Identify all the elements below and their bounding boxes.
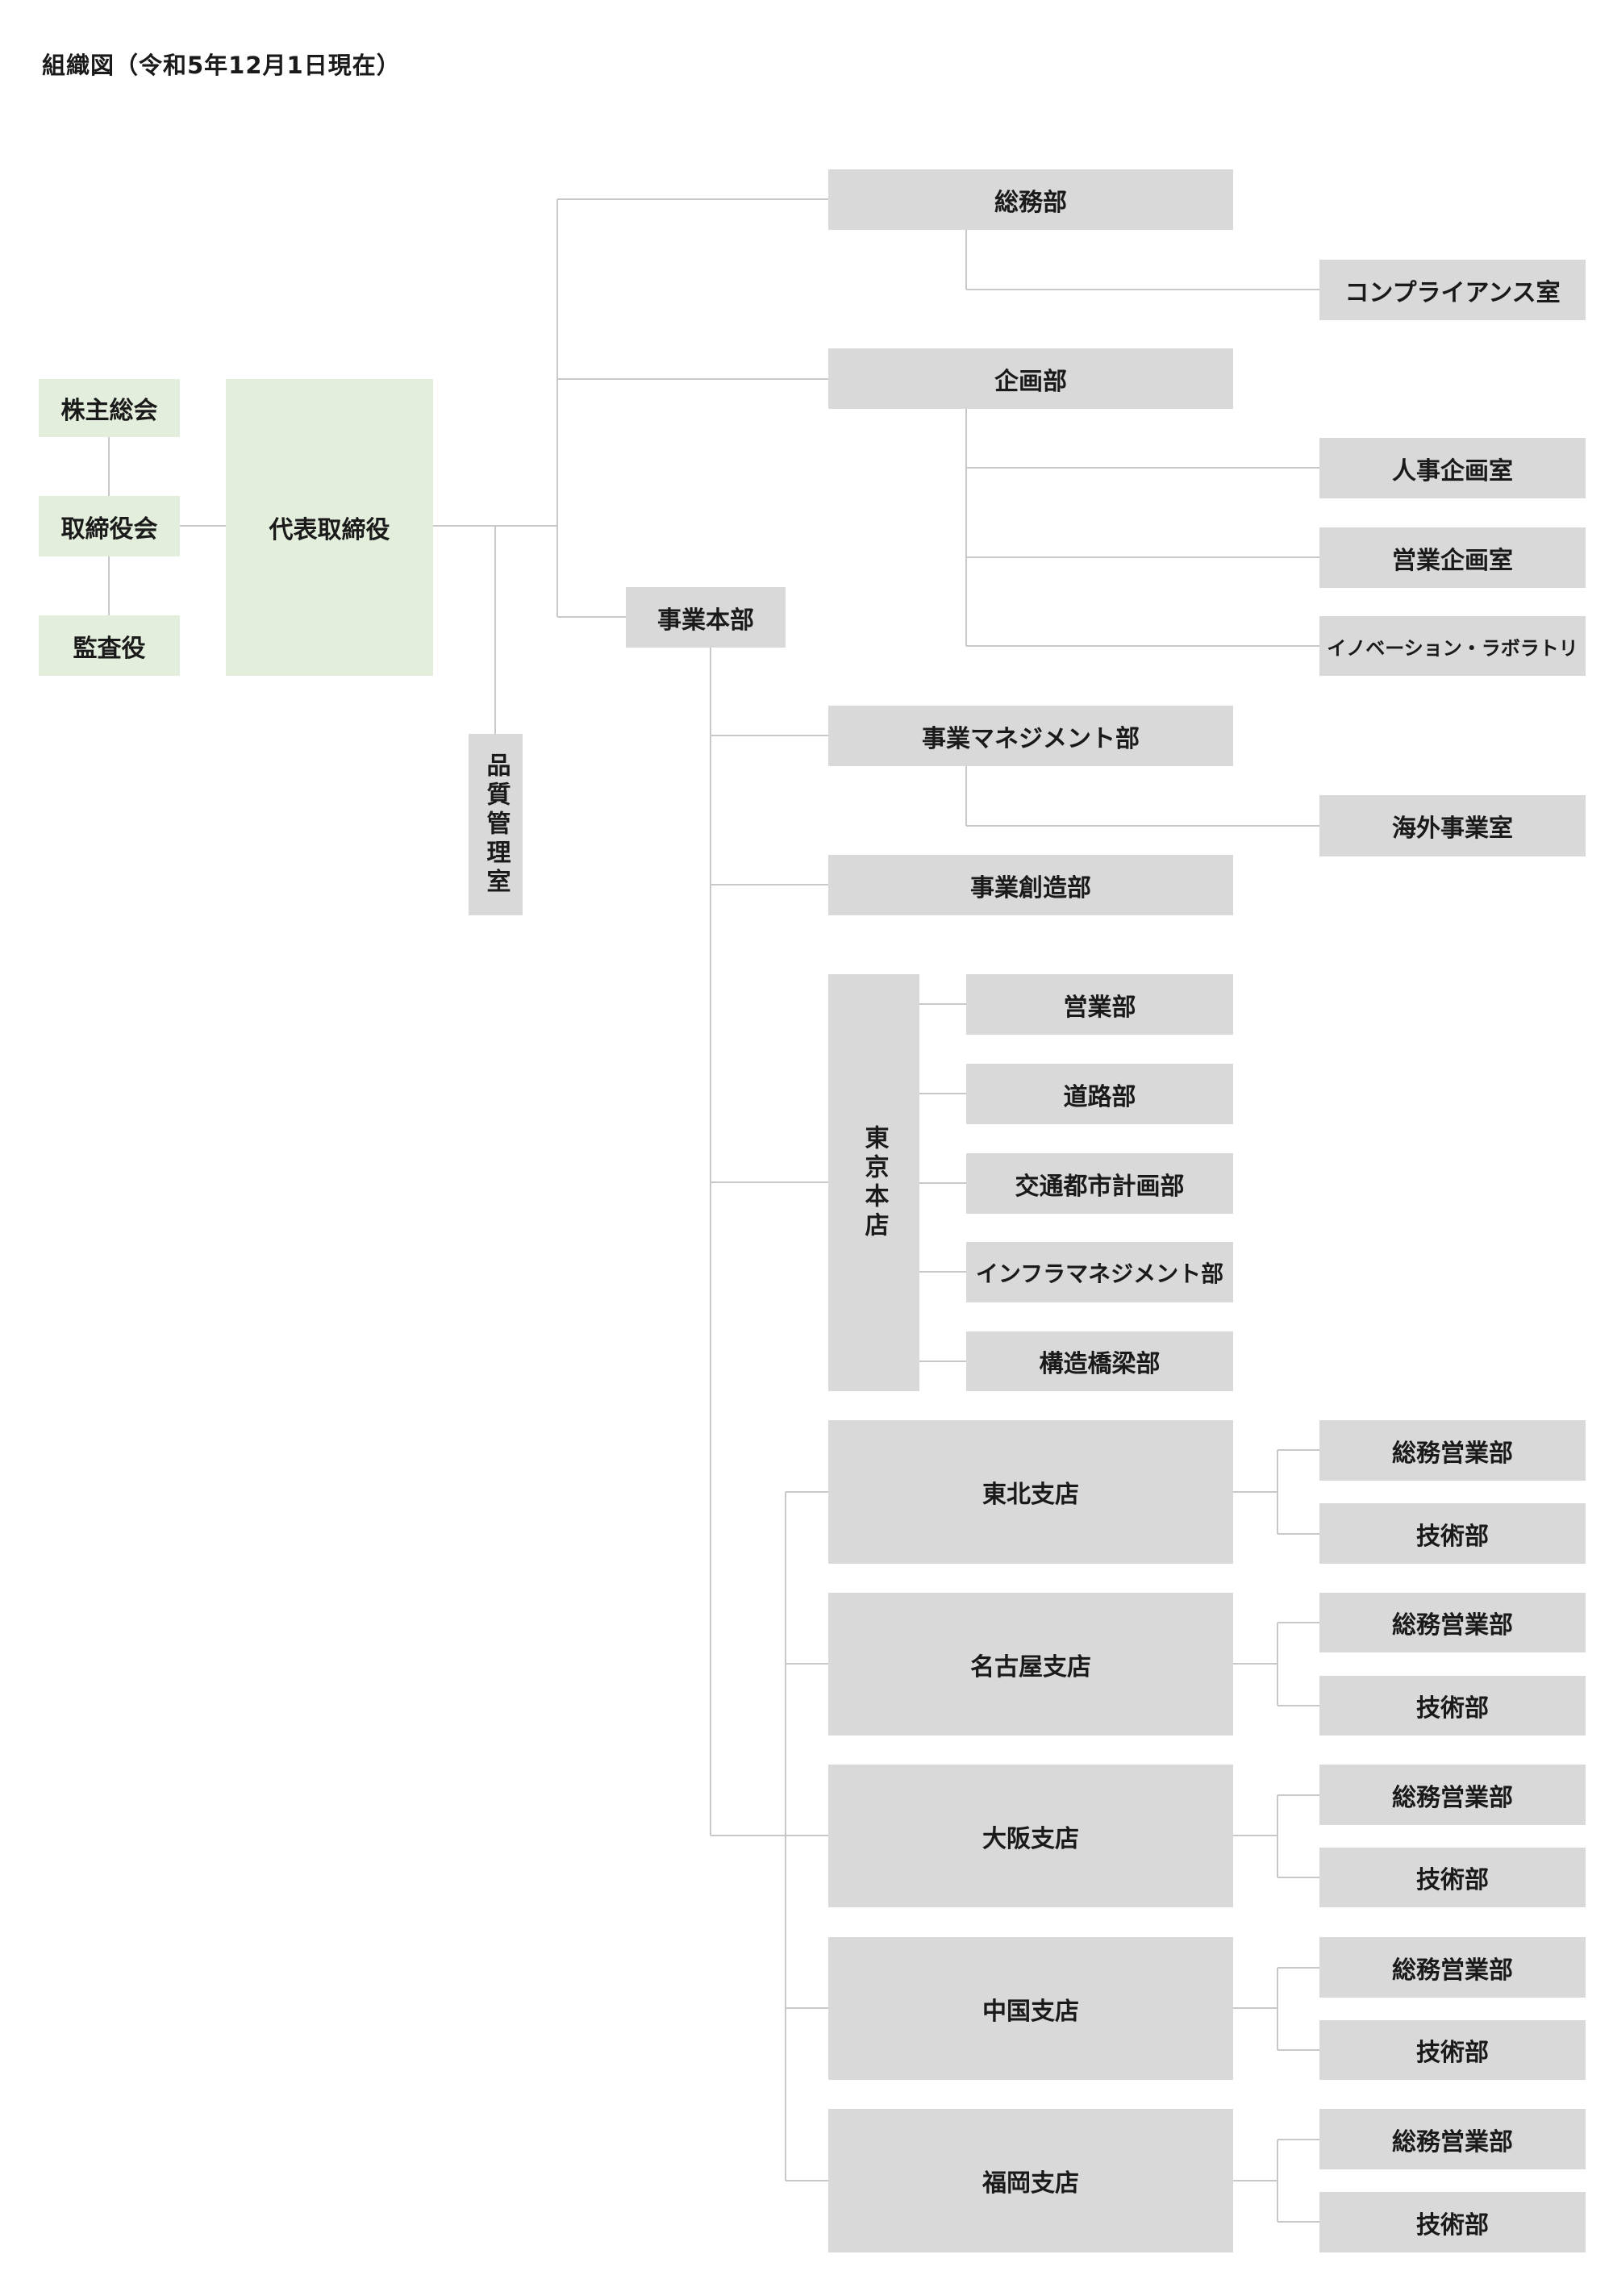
overseas-business-office-box: 海外事業室 [1319, 795, 1586, 856]
branch-tohoku-general-sales-dept: 総務営業部 [1319, 1420, 1586, 1481]
tokyo-dept-sales: 営業部 [966, 974, 1233, 1035]
branch-fukuoka-engineering-dept: 技術部 [1319, 2192, 1586, 2252]
tokyo-dept-structure-bridge: 構造橋梁部 [966, 1331, 1233, 1391]
general-affairs-dept-box: 総務部 [828, 169, 1233, 230]
sales-planning-office-box: 営業企画室 [1319, 527, 1586, 588]
page-title: 組織図（令和5年12月1日現在） [42, 52, 401, 79]
quality-control-office-box: 品質管理室 [469, 734, 523, 915]
board-of-directors-box: 取締役会 [39, 496, 180, 556]
branch-osaka-engineering-dept: 技術部 [1319, 1848, 1586, 1907]
tokyo-dept-road: 道路部 [966, 1064, 1233, 1124]
branch-chugoku-general-sales-dept: 総務営業部 [1319, 1937, 1586, 1998]
business-creation-dept-box: 事業創造部 [828, 855, 1233, 915]
branch-tohoku-engineering-dept: 技術部 [1319, 1503, 1586, 1564]
branch-nagoya-box: 名古屋支店 [828, 1593, 1233, 1736]
auditor-box: 監査役 [39, 615, 180, 676]
branch-fukuoka-box: 福岡支店 [828, 2109, 1233, 2252]
hr-planning-office-box: 人事企画室 [1319, 438, 1586, 498]
innovation-lab-box: イノベーション・ラボラトリ [1319, 616, 1586, 676]
branch-fukuoka-general-sales-dept: 総務営業部 [1319, 2109, 1586, 2169]
branch-nagoya-general-sales-dept: 総務営業部 [1319, 1593, 1586, 1652]
business-management-dept-box: 事業マネジメント部 [828, 706, 1233, 766]
branch-nagoya-engineering-dept: 技術部 [1319, 1676, 1586, 1736]
branch-chugoku-box: 中国支店 [828, 1937, 1233, 2080]
branch-tohoku-box: 東北支店 [828, 1420, 1233, 1564]
branch-osaka-general-sales-dept: 総務営業部 [1319, 1765, 1586, 1825]
branch-osaka-box: 大阪支店 [828, 1765, 1233, 1907]
tokyo-dept-transport-urban-planning: 交通都市計画部 [966, 1153, 1233, 1214]
representative-director-box: 代表取締役 [226, 379, 433, 676]
branch-chugoku-engineering-dept: 技術部 [1319, 2020, 1586, 2080]
shareholders-meeting-box: 株主総会 [39, 379, 180, 437]
business-hq-box: 事業本部 [626, 587, 786, 648]
tokyo-head-office-box: 東京本店 [828, 974, 919, 1391]
planning-dept-box: 企画部 [828, 348, 1233, 409]
tokyo-dept-infrastructure-management: インフラマネジメント部 [966, 1242, 1233, 1302]
compliance-office-box: コンプライアンス室 [1319, 260, 1586, 320]
